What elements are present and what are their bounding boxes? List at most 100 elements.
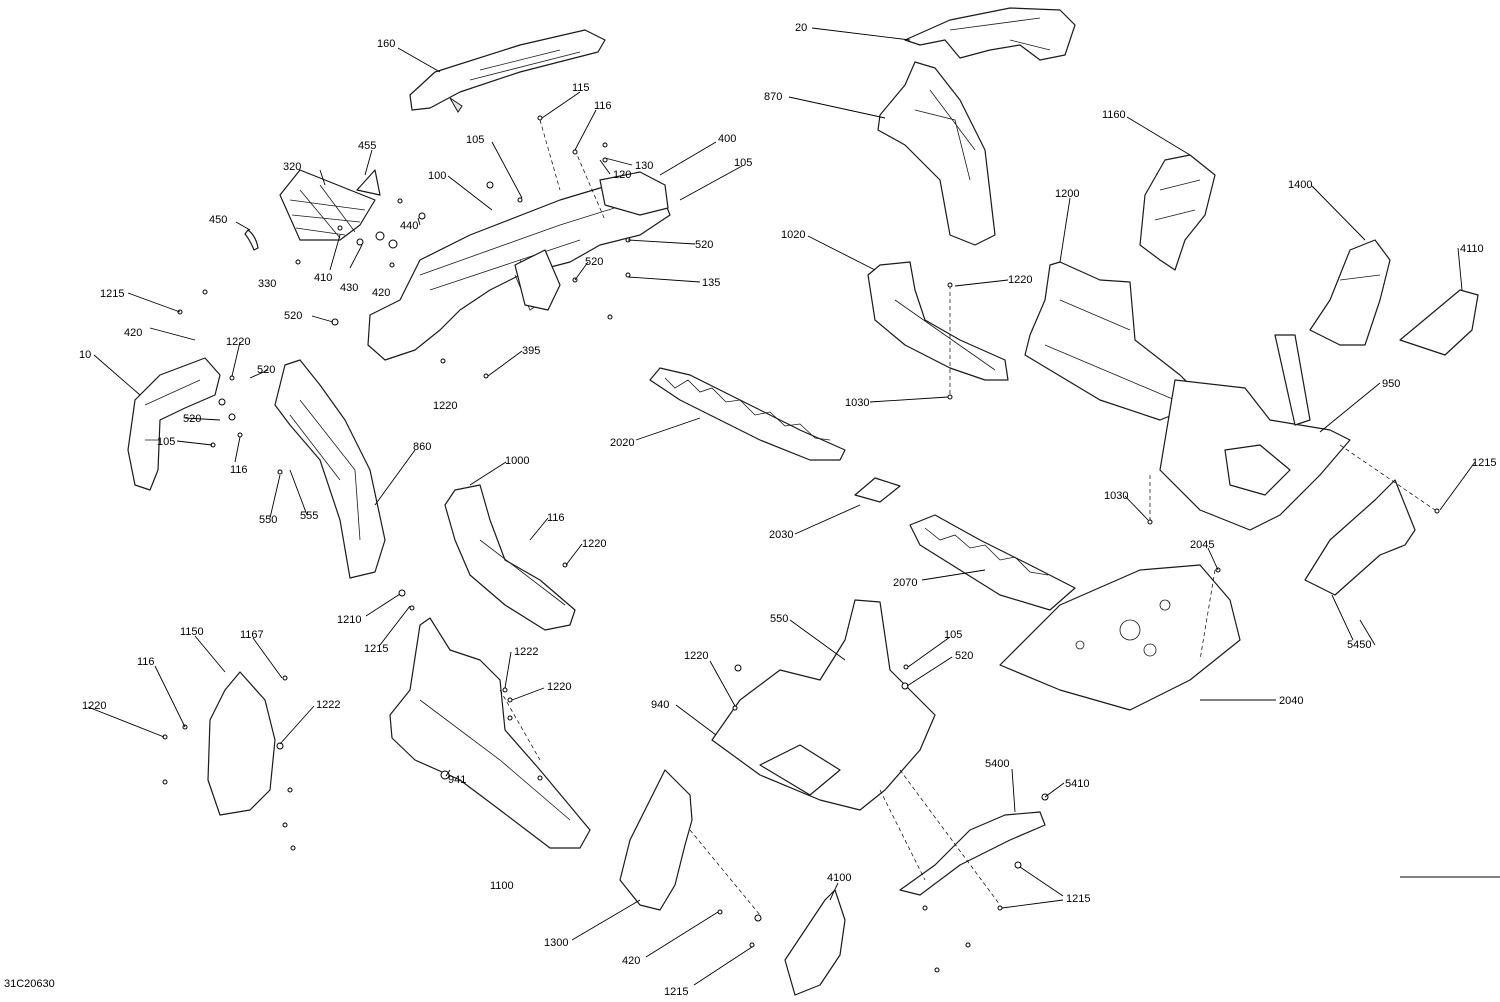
callout-105: 105	[157, 436, 175, 448]
part-20-cover	[904, 7, 1076, 61]
callout-520: 520	[585, 256, 603, 268]
assembly-dashed-lines	[499, 119, 1436, 916]
part-1100-rocker-rear	[389, 617, 591, 849]
part-950-floor-tub	[1159, 334, 1351, 531]
callout-1030: 1030	[1104, 490, 1128, 502]
callout-2045: 2045	[1190, 539, 1214, 551]
callout-2040: 2040	[1279, 695, 1303, 707]
callout-1000: 1000	[505, 455, 529, 467]
part-1020-rocker	[867, 261, 1009, 381]
callout-1300: 1300	[544, 937, 568, 949]
part-450-clip	[244, 229, 259, 251]
part-1000-rocker	[444, 484, 576, 631]
callout-2070: 2070	[893, 577, 917, 589]
callout-395: 395	[522, 345, 540, 357]
callout-1220: 1220	[433, 400, 457, 412]
callout-870: 870	[764, 91, 782, 103]
part-2030-plate	[854, 477, 901, 503]
callout-105: 105	[944, 629, 962, 641]
callout-950: 950	[1382, 378, 1400, 390]
callout-1200: 1200	[1055, 188, 1079, 200]
callout-2030: 2030	[769, 529, 793, 541]
part-860-column	[274, 359, 386, 579]
callout-330: 330	[258, 278, 276, 290]
fastener-markers	[162, 115, 1440, 973]
callout-160: 160	[377, 38, 395, 50]
part-5400-guard	[899, 811, 1046, 896]
callout-1222: 1222	[316, 699, 340, 711]
callout-1220: 1220	[226, 336, 250, 348]
document-id: 31C20630	[4, 978, 55, 990]
callout-4110: 4110	[1460, 243, 1484, 255]
callout-2020: 2020	[610, 437, 634, 449]
callout-520: 520	[955, 650, 973, 662]
callout-20: 20	[795, 22, 807, 34]
callout-420: 420	[124, 327, 142, 339]
callout-116: 116	[594, 100, 612, 112]
callout-1220: 1220	[82, 700, 106, 712]
callout-100: 100	[428, 170, 446, 182]
callout-5450: 5450	[1347, 639, 1371, 651]
part-1400-panel	[1309, 239, 1391, 346]
callout-1215: 1215	[100, 288, 124, 300]
part-2040-floor-plate	[999, 564, 1241, 711]
callout-430: 430	[340, 282, 358, 294]
callout-410: 410	[314, 272, 332, 284]
callout-5410: 5410	[1065, 778, 1089, 790]
part-940-floor-tub	[711, 599, 936, 811]
part-2020-gasket	[649, 367, 846, 461]
callout-1222: 1222	[514, 646, 538, 658]
part-100-dashboard-frame	[367, 171, 671, 361]
callout-455: 455	[358, 140, 376, 152]
callout-1220: 1220	[684, 650, 708, 662]
callout-1400: 1400	[1288, 179, 1312, 191]
callout-10: 10	[79, 349, 91, 361]
callout-450: 450	[209, 214, 227, 226]
part-870-fascia	[877, 61, 996, 246]
callout-320: 320	[283, 161, 301, 173]
callout-116: 116	[230, 464, 248, 476]
part-320-grille	[279, 169, 376, 241]
part-1160-panel	[1139, 154, 1216, 271]
callout-400: 400	[718, 133, 736, 145]
callout-555: 555	[300, 510, 318, 522]
part-1300-side-panel	[619, 769, 693, 911]
callout-105: 105	[734, 157, 752, 169]
callout-1215: 1215	[664, 986, 688, 998]
part-455-lens	[356, 169, 381, 196]
callout-1020: 1020	[781, 229, 805, 241]
callout-1100: 1100	[490, 880, 514, 892]
callout-116: 116	[547, 512, 565, 524]
part-160-dash-cover	[409, 29, 606, 113]
callout-1210: 1210	[337, 614, 361, 626]
callout-116: 116	[137, 656, 155, 668]
callout-labels: 160 20 870 115 116 455 320 105 120 130 4…	[79, 22, 1496, 998]
callout-leader-lines	[87, 27, 1500, 986]
callout-1030: 1030	[845, 397, 869, 409]
callout-1150: 1150	[180, 626, 204, 638]
part-1200-rear-floor	[1024, 261, 1191, 421]
callout-520: 520	[695, 239, 713, 251]
part-5450-skid-guard	[1304, 479, 1416, 596]
callout-940: 940	[651, 699, 669, 711]
callout-1215: 1215	[364, 643, 388, 655]
callout-4100: 4100	[827, 872, 851, 884]
callout-1220: 1220	[547, 681, 571, 693]
callout-860: 860	[413, 441, 431, 453]
callout-520: 520	[183, 413, 201, 425]
callout-1220: 1220	[1008, 274, 1032, 286]
callout-420: 420	[372, 287, 390, 299]
part-1150-panel	[207, 671, 276, 816]
callout-1220: 1220	[582, 538, 606, 550]
callout-115: 115	[572, 82, 590, 94]
callout-1215: 1215	[1472, 457, 1496, 469]
callout-135: 135	[702, 277, 720, 289]
part-4110-bracket	[1399, 289, 1479, 356]
callout-130: 130	[635, 160, 653, 172]
callout-1167: 1167	[240, 629, 264, 641]
callout-440: 440	[400, 220, 418, 232]
part-2070-gasket	[909, 514, 1076, 611]
part-4100-bracket	[784, 889, 846, 996]
callout-550: 550	[770, 613, 788, 625]
